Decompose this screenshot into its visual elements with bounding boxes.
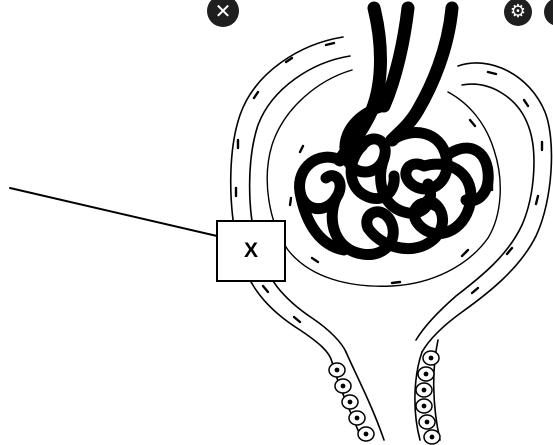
glomerulus-tuft <box>300 106 489 255</box>
label-pointer-line <box>10 188 217 236</box>
close-glyph: ✕ <box>215 1 232 21</box>
label-box: X <box>216 220 286 282</box>
label-x-text: X <box>244 239 258 263</box>
tubule-epithelial-cells <box>329 351 440 444</box>
settings-glyph: ⚙ <box>510 3 526 21</box>
